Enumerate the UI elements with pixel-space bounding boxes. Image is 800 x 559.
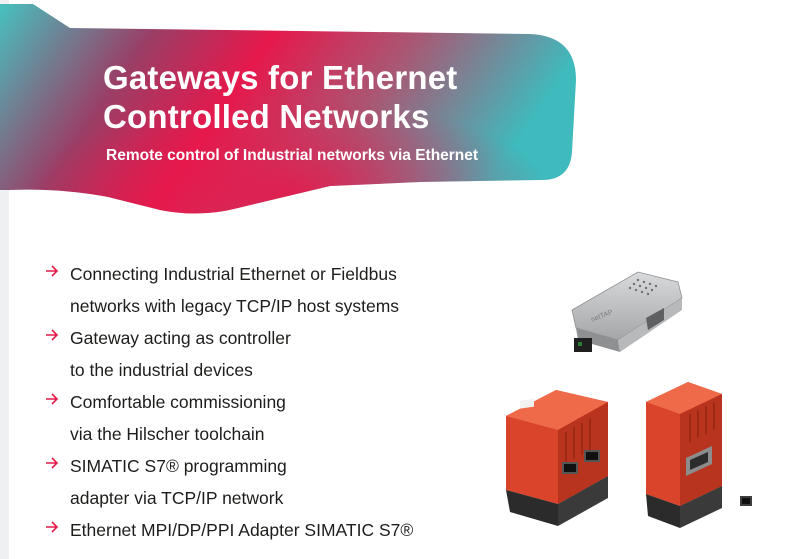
feature-line-1: SIMATIC S7® programming [70, 456, 287, 476]
title-line-1: Gateways for Ethernet [103, 59, 458, 96]
left-margin-strip [0, 0, 9, 559]
arrow-right-icon [46, 457, 59, 469]
page-subtitle: Remote control of Industrial networks vi… [106, 147, 479, 164]
feature-line-1: Ethernet MPI/DP/PPI Adapter SIMATIC S7® [70, 520, 414, 540]
feature-list: Connecting Industrial Ethernet or Fieldb… [44, 258, 413, 546]
title-line-2: Controlled Networks [103, 98, 430, 135]
page-title: Gateways for Ethernet Controlled Network… [103, 58, 457, 136]
feature-line-2: networks with legacy TCP/IP host systems [70, 296, 400, 316]
title-banner [0, 0, 600, 225]
arrow-right-icon [46, 521, 59, 533]
gray-connector-adapter-icon: netTAP [571, 271, 683, 352]
feature-line-1: Gateway acting as controller [70, 328, 291, 348]
feature-item: Gateway acting as controller to the indu… [44, 322, 413, 386]
feature-item: Ethernet MPI/DP/PPI Adapter SIMATIC S7® [44, 514, 413, 546]
feature-item: Connecting Industrial Ethernet or Fieldb… [44, 258, 413, 322]
arrow-right-icon [46, 329, 59, 341]
feature-line-2: adapter via TCP/IP network [70, 488, 284, 508]
feature-line-1: Connecting Industrial Ethernet or Fieldb… [70, 264, 397, 284]
feature-line-1: Comfortable commissioning [70, 392, 286, 412]
red-din-rail-gateway-icon [506, 390, 608, 526]
red-din-rail-gateway-icon [646, 382, 752, 528]
arrow-right-icon [46, 393, 59, 405]
banner-shape [0, 4, 576, 214]
feature-line-2: to the industrial devices [70, 360, 253, 380]
feature-item: SIMATIC S7® programming adapter via TCP/… [44, 450, 413, 514]
feature-line-2: via the Hilscher toolchain [70, 424, 265, 444]
feature-item: Comfortable commissioning via the Hilsch… [44, 386, 413, 450]
arrow-right-icon [46, 265, 59, 277]
